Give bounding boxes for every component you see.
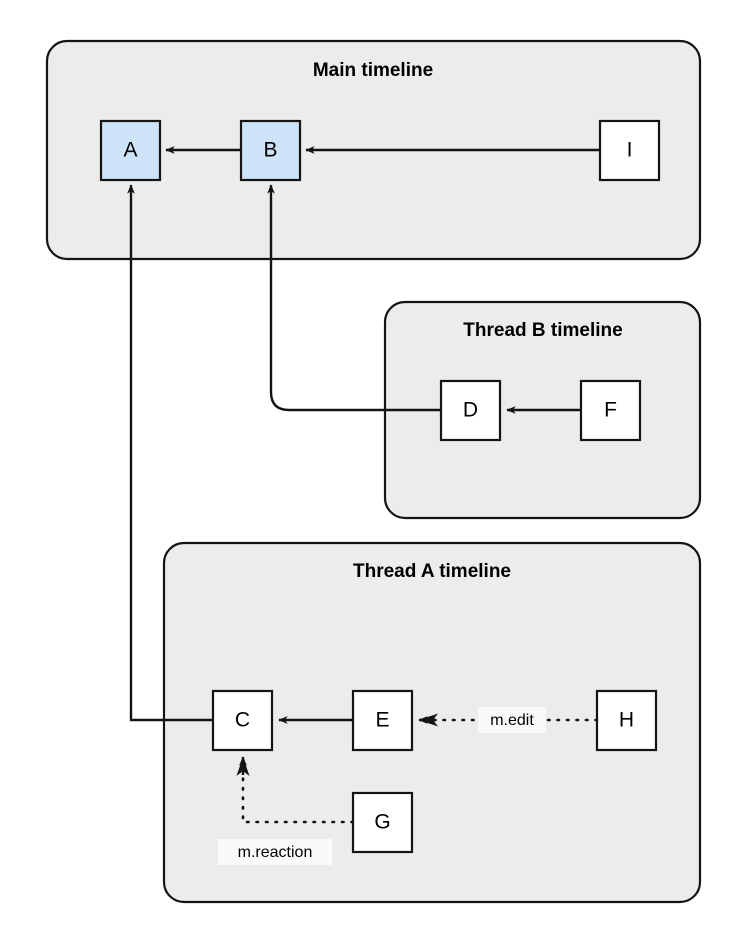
edge-h-to-e: m.edit <box>418 707 599 733</box>
edge-c-to-a-path <box>127 184 213 722</box>
dotted-arrowheads <box>236 713 438 776</box>
edge-label-m-reaction: m.reaction <box>238 844 313 861</box>
node-c-label: C <box>235 709 250 732</box>
edge-label-m-edit-bg <box>478 707 546 733</box>
edge-d-to-b <box>267 184 441 412</box>
node-e-label: E <box>375 709 389 732</box>
group-thread-b-timeline-title: Thread B timeline <box>463 320 622 341</box>
node-a-rect <box>99 119 162 182</box>
node-h[interactable]: H <box>595 689 658 752</box>
node-c[interactable]: C <box>211 689 274 752</box>
node-f[interactable]: F <box>579 379 642 442</box>
node-h-label: H <box>619 709 634 732</box>
node-f-rect <box>579 379 642 442</box>
node-b-label: B <box>263 139 277 162</box>
node-d-label: D <box>463 399 478 422</box>
node-g-label: G <box>374 811 390 834</box>
node-c-rect <box>211 689 274 752</box>
edge-c-to-a <box>127 184 213 722</box>
node-g[interactable]: G <box>351 791 414 854</box>
node-a[interactable]: A <box>99 119 162 182</box>
node-g-rect <box>351 791 414 854</box>
edge-d-to-b-path <box>267 184 441 412</box>
node-i-rect <box>598 119 661 182</box>
node-a-label: A <box>123 139 137 162</box>
edge-label-m-edit: m.edit <box>490 712 534 729</box>
group-main-timeline-title: Main timeline <box>313 60 433 81</box>
node-d[interactable]: D <box>439 379 502 442</box>
edge-g-to-c: m.reaction <box>218 756 355 865</box>
node-f-label: F <box>604 399 617 422</box>
group-thread-a-timeline-title: Thread A timeline <box>353 561 511 582</box>
node-i[interactable]: I <box>598 119 661 182</box>
node-i-label: I <box>627 139 633 162</box>
edge-h-to-e-arrow-glyph <box>419 713 438 727</box>
edge-label-m-reaction-bg <box>218 839 332 865</box>
node-b-rect <box>239 119 302 182</box>
node-d-rect <box>439 379 502 442</box>
node-b[interactable]: B <box>239 119 302 182</box>
node-e-rect <box>351 689 414 752</box>
node-h-rect <box>595 689 658 752</box>
node-e[interactable]: E <box>351 689 414 752</box>
edge-g-to-c-arrow-glyph <box>236 757 250 776</box>
